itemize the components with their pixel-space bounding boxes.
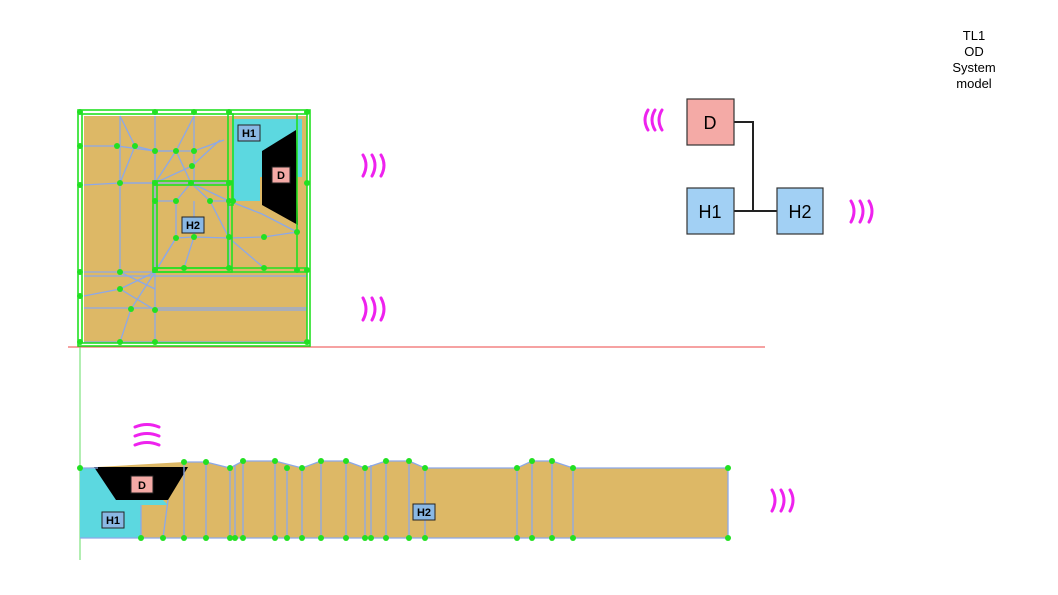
plan-view: H1 D H2	[77, 109, 311, 347]
section-label-h2: H2	[412, 503, 436, 521]
svg-text:H1: H1	[698, 202, 721, 222]
plan-label-h2: H2	[181, 216, 205, 234]
svg-text:H2: H2	[186, 220, 200, 232]
system-node-h1: H1	[686, 187, 735, 235]
plan-label-h1: H1	[237, 124, 261, 142]
section-label-d: D	[130, 475, 154, 494]
wave-up-icon	[133, 423, 161, 447]
wave-left-icon	[643, 108, 664, 132]
system-diagram: D H1 H2	[686, 98, 824, 235]
plan-label-d: D	[271, 166, 291, 184]
plan-mesh-nodes	[77, 109, 310, 345]
svg-text:D: D	[704, 113, 717, 133]
section-mesh-nodes	[77, 458, 731, 541]
diagram-title: TL1 OD System model	[952, 28, 996, 91]
svg-text:D: D	[277, 170, 285, 182]
svg-text:H2: H2	[417, 507, 431, 519]
svg-text:H1: H1	[242, 128, 256, 140]
system-node-d: D	[686, 98, 735, 146]
svg-text:H1: H1	[106, 515, 120, 527]
section-view: D H1 H2	[77, 458, 731, 541]
connector-d-h	[734, 121, 754, 211]
svg-text:H2: H2	[788, 202, 811, 222]
svg-text:D: D	[138, 480, 146, 492]
wave-right-icon	[361, 296, 386, 322]
system-node-h2: H2	[776, 187, 824, 235]
wave-right-icon	[361, 153, 386, 178]
section-mesh-lines	[80, 460, 729, 539]
section-floor	[80, 461, 728, 538]
wave-right-icon	[770, 488, 795, 513]
wave-right-icon	[849, 199, 874, 224]
section-label-h1: H1	[101, 511, 125, 529]
